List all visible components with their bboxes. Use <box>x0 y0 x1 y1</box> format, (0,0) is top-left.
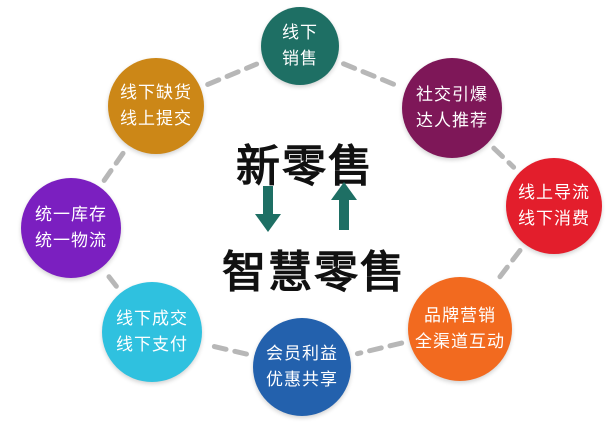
arrow-down-shaft <box>263 186 273 214</box>
node-line1: 社交引爆 <box>416 85 488 105</box>
arrow-up-shaft <box>339 200 349 230</box>
node-line1: 品牌营销 <box>424 306 496 326</box>
node-line2: 优惠共享 <box>266 370 338 390</box>
node-offline-sales: 线下 销售 <box>261 7 339 85</box>
title-new-retail: 新零售 <box>236 141 374 192</box>
node-unified-inventory: 统一库存 统一物流 <box>21 178 121 278</box>
node-line1: 线下 <box>282 23 318 43</box>
connector-segment <box>491 145 517 170</box>
node-line1: 线上导流 <box>518 183 590 203</box>
node-line2: 线下支付 <box>116 335 188 355</box>
node-line2: 达人推荐 <box>416 111 488 131</box>
node-online-restock: 线下缺货 线上提交 <box>108 58 204 154</box>
node-line2: 线上提交 <box>120 109 192 129</box>
connector-segment <box>493 247 523 284</box>
node-line2: 线下消费 <box>518 209 590 229</box>
node-line1: 线下成交 <box>116 309 188 329</box>
arrow-down-head <box>255 214 281 232</box>
node-line2: 销售 <box>282 49 318 69</box>
title-smart-retail: 智慧零售 <box>222 247 406 298</box>
node-line2: 全渠道互动 <box>415 332 505 352</box>
node-social-recommendation: 社交引爆 达人推荐 <box>402 58 502 158</box>
arrow-up-head <box>331 182 357 200</box>
node-brand-marketing: 品牌营销 全渠道互动 <box>408 277 512 381</box>
node-online-to-offline: 线上导流 线下消费 <box>506 158 602 254</box>
connector-segment <box>205 342 249 357</box>
connector-segment <box>354 340 405 357</box>
node-line1: 会员利益 <box>266 344 338 364</box>
node-line1: 线下缺货 <box>120 83 192 103</box>
connector-segment <box>205 61 260 87</box>
node-offline-payment: 线下成交 线下支付 <box>102 282 202 382</box>
node-line1: 统一库存 <box>35 205 107 225</box>
connector-segment <box>104 271 119 289</box>
connector-segment <box>101 149 127 183</box>
connector-segment <box>341 61 401 89</box>
node-member-benefits: 会员利益 优惠共享 <box>253 318 351 416</box>
node-line2: 统一物流 <box>35 231 107 251</box>
